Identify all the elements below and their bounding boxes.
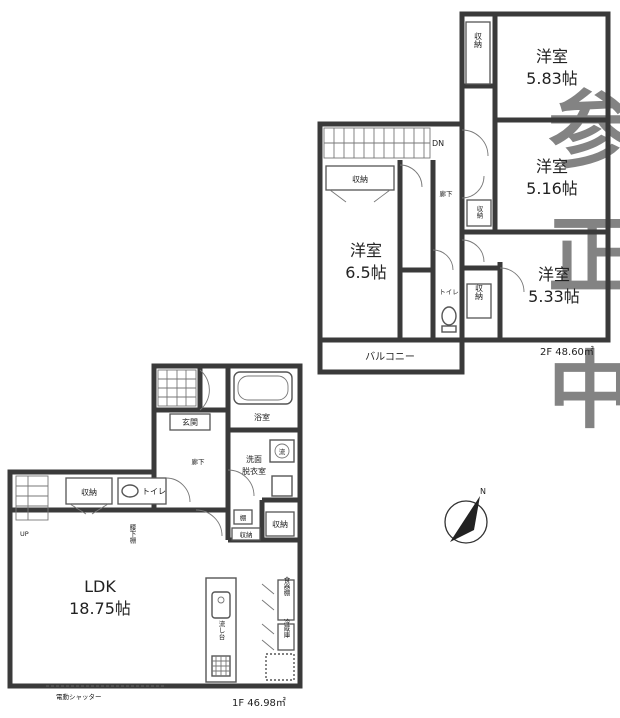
bed-c-name: 洋室 <box>538 265 570 284</box>
bath-label: 浴室 <box>254 412 270 422</box>
shutter-label: 電動シャッター <box>56 692 102 701</box>
stair-down-label: DN <box>432 139 444 148</box>
bed-a-size: 5.83帖 <box>526 69 578 88</box>
toilet-2f-label: トイレ <box>439 288 459 296</box>
kitchen <box>205 577 237 683</box>
entrance-tiles <box>157 369 197 407</box>
toilet-1f-fixture <box>121 484 139 498</box>
bathtub <box>233 371 293 405</box>
kitchen-counter <box>205 577 237 683</box>
compass-needle-icon <box>450 496 480 542</box>
entrance-box <box>169 413 211 431</box>
washroom-door-swing <box>227 469 255 497</box>
washing-machine <box>271 475 293 497</box>
bed-a-name: 洋室 <box>536 47 568 66</box>
floor-1: UP 玄関 廊下 浴室 洗面 脱衣室 流 棚 収納 収納 <box>7 363 303 709</box>
compass-label: N <box>480 487 486 496</box>
ldk-name: LDK <box>84 577 116 596</box>
storage-2f-3 <box>466 199 492 227</box>
storage-2f-2 <box>465 21 491 85</box>
washroom-label-2: 脱衣室 <box>242 466 266 476</box>
washroom-label-1: 洗面 <box>246 454 262 464</box>
storage-1f-right <box>265 511 295 537</box>
storage-2f-4 <box>466 283 492 319</box>
storage-1f-small-label: 収納 <box>240 530 253 539</box>
storage-2f-2-label-1: 収納 <box>474 31 483 49</box>
balcony-label: バルコニー <box>365 351 415 363</box>
storage-1f-left-label: 収納 <box>81 487 97 497</box>
shelf-1f-label: 棚 <box>240 513 247 522</box>
compass: N <box>444 487 488 544</box>
storage-2f-1-label: 収納 <box>352 174 368 184</box>
kitchen-storage-b-label: 冷蔵庫 <box>282 617 290 639</box>
compass-ring <box>444 500 488 544</box>
bed-b-name: 洋室 <box>536 157 568 176</box>
kitchen-dashes <box>261 583 275 651</box>
front-door-swing <box>199 369 210 411</box>
kitchen-storage-b <box>277 623 295 651</box>
bed-main-name: 洋室 <box>350 241 382 260</box>
toilet-2f-fixture <box>441 306 457 326</box>
hall-2f-label: 廊下 <box>440 189 454 198</box>
kitchen-sink <box>211 591 231 619</box>
ldk-door-swing <box>195 509 223 537</box>
storage-1f-small <box>231 527 261 541</box>
partition-label: 腰下棚 <box>128 524 136 545</box>
washbasin <box>269 439 295 463</box>
bed-c-size: 5.33帖 <box>528 287 580 306</box>
storage-1f-right-label: 収納 <box>272 519 288 529</box>
hall-1f-label: 廊下 <box>192 457 206 466</box>
shelf-1f <box>233 509 253 525</box>
ldk-size: 18.75帖 <box>69 599 131 618</box>
stair-up-label: UP <box>20 530 29 538</box>
washbasin-label: 流 <box>279 447 286 456</box>
bed-main-size: 6.5帖 <box>345 263 386 282</box>
floor-2-outer-wall <box>317 11 611 375</box>
toilet-2f-tank <box>441 325 457 333</box>
floor-2-doors <box>399 129 525 293</box>
kitchen-unit-label: 流し台 <box>217 619 225 641</box>
entrance-label: 玄関 <box>182 417 198 427</box>
storage-2f-1 <box>325 165 395 191</box>
floor-2-partition <box>320 14 608 343</box>
floor-2-stairs <box>323 127 431 159</box>
kitchen-storage-a-label: 食器棚 <box>282 575 290 597</box>
storage-1f-left <box>65 477 113 505</box>
floor-1-stairs <box>15 475 49 521</box>
floor-2: DN 収納 収納 収納 収納 トイレ 廊下 洋室 5.83帖 <box>317 11 611 375</box>
floor-2-area: 2F 48.60㎡ <box>540 346 594 358</box>
storage-2f-3-label: 収納 <box>475 205 483 220</box>
fridge-space <box>265 653 295 681</box>
bed-b-size: 5.16帖 <box>526 179 578 198</box>
kitchen-storage-a <box>277 579 295 621</box>
storage-2f-4-label: 収納 <box>475 283 484 301</box>
toilet-1f <box>117 477 167 505</box>
watermark-char-3: 中 <box>548 342 620 440</box>
floor-1-area: 1F 46.98㎡ <box>232 697 286 709</box>
toilet-1f-label: トイレ <box>142 487 166 496</box>
